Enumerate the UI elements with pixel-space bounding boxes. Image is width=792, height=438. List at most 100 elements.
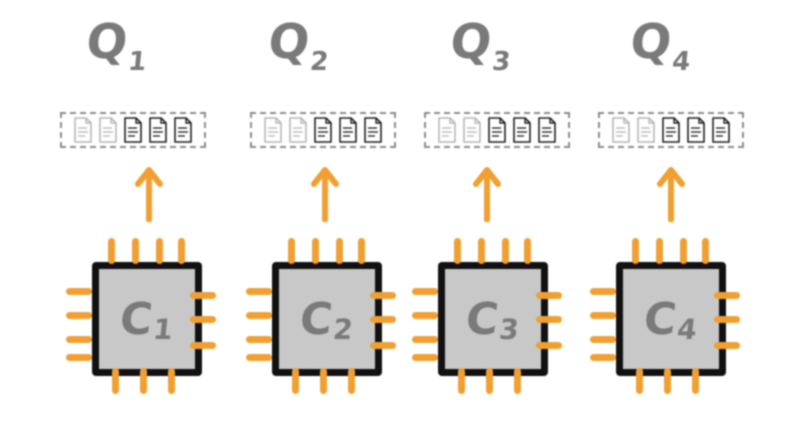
chip-pin — [292, 368, 299, 394]
core-letter: C — [463, 293, 502, 345]
document-icon — [174, 117, 192, 143]
document-icon — [99, 117, 117, 143]
chip-pin — [636, 368, 643, 394]
chip-pin — [66, 312, 92, 319]
queue-box-4 — [598, 112, 744, 148]
core-subscript: 4 — [675, 312, 699, 346]
core-subscript: 1 — [151, 312, 175, 346]
chip-pin — [178, 238, 185, 264]
chip-pin — [478, 238, 485, 264]
document-icon — [264, 117, 282, 143]
chip-pin — [590, 312, 616, 319]
document-icon — [612, 117, 630, 143]
chip-pin — [590, 354, 616, 361]
chip-pin — [190, 292, 216, 299]
queue-label-3: Q3 — [389, 14, 575, 77]
document-icon — [687, 117, 705, 143]
queue-letter: Q — [627, 14, 676, 70]
document-icon — [463, 117, 481, 143]
core-subscript: 3 — [497, 312, 521, 346]
queue-box-2 — [250, 112, 396, 148]
chip-pin — [590, 336, 616, 343]
document-icon — [364, 117, 382, 143]
queue-subscript: 2 — [308, 47, 331, 77]
chip-pin — [514, 368, 521, 394]
queue-subscript: 1 — [126, 47, 149, 77]
queue-label-1: Q1 — [25, 14, 211, 77]
chip-pin — [190, 316, 216, 323]
document-icon — [289, 117, 307, 143]
document-icon — [637, 117, 655, 143]
chip-pin — [632, 238, 639, 264]
document-icon — [438, 117, 456, 143]
chip-pin — [656, 238, 663, 264]
chip-pin — [66, 288, 92, 295]
chip-pin — [348, 368, 355, 394]
chip-pin — [486, 368, 493, 394]
chip-pin — [412, 288, 438, 295]
core-letter: C — [641, 293, 680, 345]
chip-pin — [112, 368, 119, 394]
core-letter: C — [117, 293, 156, 345]
chip-pin — [370, 292, 396, 299]
chip-pin — [312, 238, 319, 264]
document-icon — [339, 117, 357, 143]
arrow-up-icon — [135, 167, 163, 222]
document-icon — [74, 117, 92, 143]
queue-subscript: 3 — [490, 47, 513, 77]
chip-pin — [156, 238, 163, 264]
chip-pin — [140, 368, 147, 394]
chip-pin — [714, 316, 740, 323]
queue-label-4: Q4 — [569, 14, 755, 77]
chip-pin — [412, 312, 438, 319]
chip-pin — [246, 354, 272, 361]
chip-pin — [288, 238, 295, 264]
arrow-up-icon — [311, 167, 339, 222]
chip-pin — [536, 342, 562, 349]
document-icon — [149, 117, 167, 143]
chip-pin — [524, 238, 531, 264]
queue-box-1 — [60, 112, 206, 148]
chip-pin — [714, 342, 740, 349]
chip-pin — [590, 288, 616, 295]
document-icon — [488, 117, 506, 143]
chip-pin — [66, 354, 92, 361]
chip-pin — [702, 238, 709, 264]
chip-pin — [458, 368, 465, 394]
core-letter: C — [297, 293, 336, 345]
chip-pin — [320, 368, 327, 394]
queue-letter: Q — [265, 14, 314, 70]
document-icon — [712, 117, 730, 143]
chip-pin — [190, 342, 216, 349]
chip-pin — [336, 238, 343, 264]
chip-pin — [692, 368, 699, 394]
document-icon — [662, 117, 680, 143]
document-icon — [538, 117, 556, 143]
chip-pin — [536, 316, 562, 323]
chip-pin — [536, 292, 562, 299]
chip-pin — [246, 336, 272, 343]
chip-pin — [714, 292, 740, 299]
queue-label-2: Q2 — [207, 14, 393, 77]
document-icon — [124, 117, 142, 143]
chip-pin — [454, 238, 461, 264]
chip-pin — [246, 312, 272, 319]
arrow-up-icon — [657, 167, 685, 222]
chip-pin — [412, 336, 438, 343]
chip-pin — [412, 354, 438, 361]
chip-pin — [168, 368, 175, 394]
queue-letter: Q — [447, 14, 496, 70]
chip-pin — [358, 238, 365, 264]
document-icon — [513, 117, 531, 143]
chip-pin — [502, 238, 509, 264]
chip-pin — [664, 368, 671, 394]
